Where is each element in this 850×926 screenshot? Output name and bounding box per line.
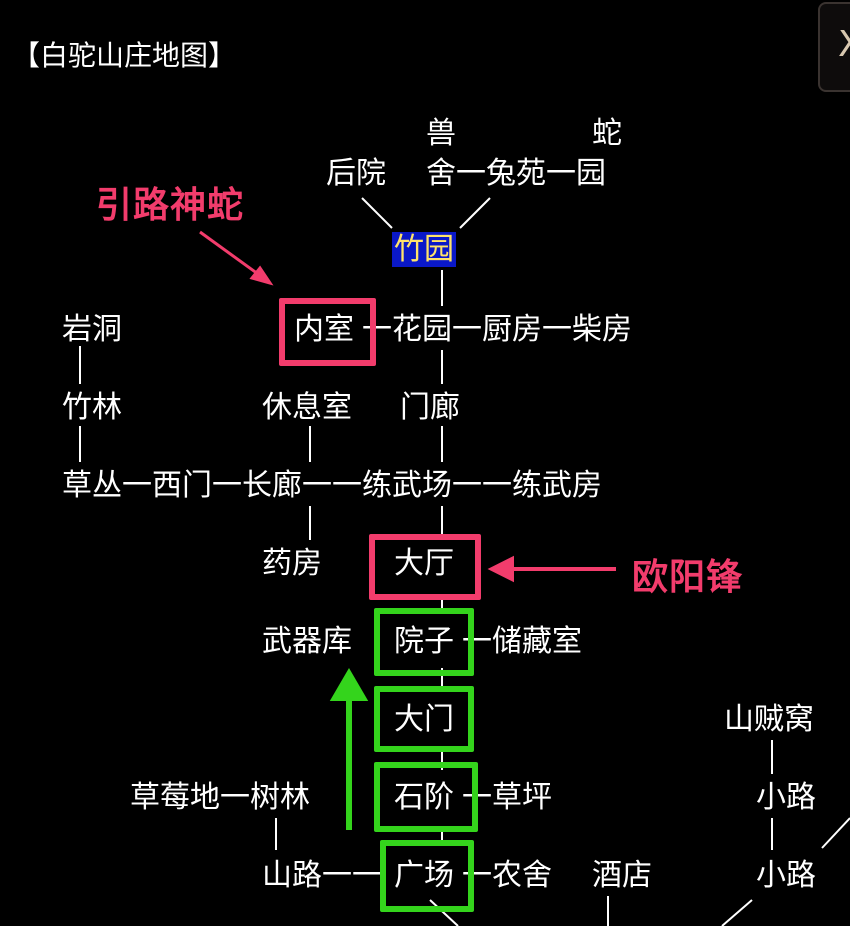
- room-shanzeiwo[interactable]: 山贼窝: [724, 702, 814, 737]
- current-location-highlight: 竹园: [392, 232, 456, 267]
- room-row-huayuan[interactable]: 一花园一厨房一柴房: [362, 312, 632, 347]
- room-row-shanlu[interactable]: 山路一一: [262, 858, 382, 893]
- room-xiuxishi[interactable]: 休息室: [262, 390, 352, 425]
- annotation-ouyangfeng: 欧阳锋: [632, 557, 744, 598]
- room-zhuyuan-current[interactable]: 竹园: [392, 232, 456, 268]
- room-nongshe[interactable]: 一农舍: [462, 858, 552, 893]
- highlight-box-dating: [369, 534, 481, 600]
- highlight-box-guangchang: [380, 840, 474, 912]
- room-xiaolu-lower[interactable]: 小路: [756, 858, 816, 893]
- room-shou[interactable]: 兽: [426, 116, 456, 151]
- room-zhulin[interactable]: 竹林: [62, 390, 122, 425]
- arrow-to-hall: [487, 555, 616, 583]
- room-row-caomeidi[interactable]: 草莓地一树林: [130, 780, 310, 815]
- highlight-box-yuanzi: [374, 608, 474, 676]
- room-yaofang[interactable]: 药房: [262, 546, 322, 581]
- close-button[interactable]: X: [818, 2, 850, 92]
- room-chucangshi[interactable]: 一储藏室: [462, 624, 582, 659]
- page-title: 【白驼山庄地图】: [12, 39, 237, 72]
- room-row-sheline[interactable]: 舍一兔苑一园: [426, 156, 606, 191]
- room-dating[interactable]: 大厅: [394, 546, 454, 581]
- room-neishi[interactable]: 内室: [294, 312, 354, 347]
- room-damen[interactable]: 大门: [394, 702, 454, 737]
- room-wuqiku[interactable]: 武器库: [262, 624, 352, 659]
- room-jiudian[interactable]: 酒店: [592, 858, 652, 893]
- room-xiaolu-upper[interactable]: 小路: [756, 780, 816, 815]
- arrow-to-inner-room: [199, 230, 274, 286]
- room-shijie[interactable]: 石阶: [394, 780, 454, 815]
- highlight-box-neishi: [279, 298, 376, 366]
- room-row-changlang[interactable]: 草丛一西门一长廊一一练武场一一练武房: [62, 468, 602, 503]
- room-guangchang[interactable]: 广场: [394, 858, 454, 893]
- highlight-box-damen: [374, 686, 474, 752]
- room-menlang[interactable]: 门廊: [400, 390, 460, 425]
- room-she[interactable]: 蛇: [592, 116, 622, 151]
- green-path-arrow: [329, 668, 369, 830]
- room-houyuan[interactable]: 后院: [326, 156, 386, 191]
- annotation-guide-snake: 引路神蛇: [96, 185, 245, 226]
- room-yandong[interactable]: 岩洞: [62, 312, 122, 347]
- room-yuanzi[interactable]: 院子: [394, 624, 454, 659]
- close-icon: X: [838, 24, 850, 65]
- highlight-box-shijie: [374, 762, 478, 832]
